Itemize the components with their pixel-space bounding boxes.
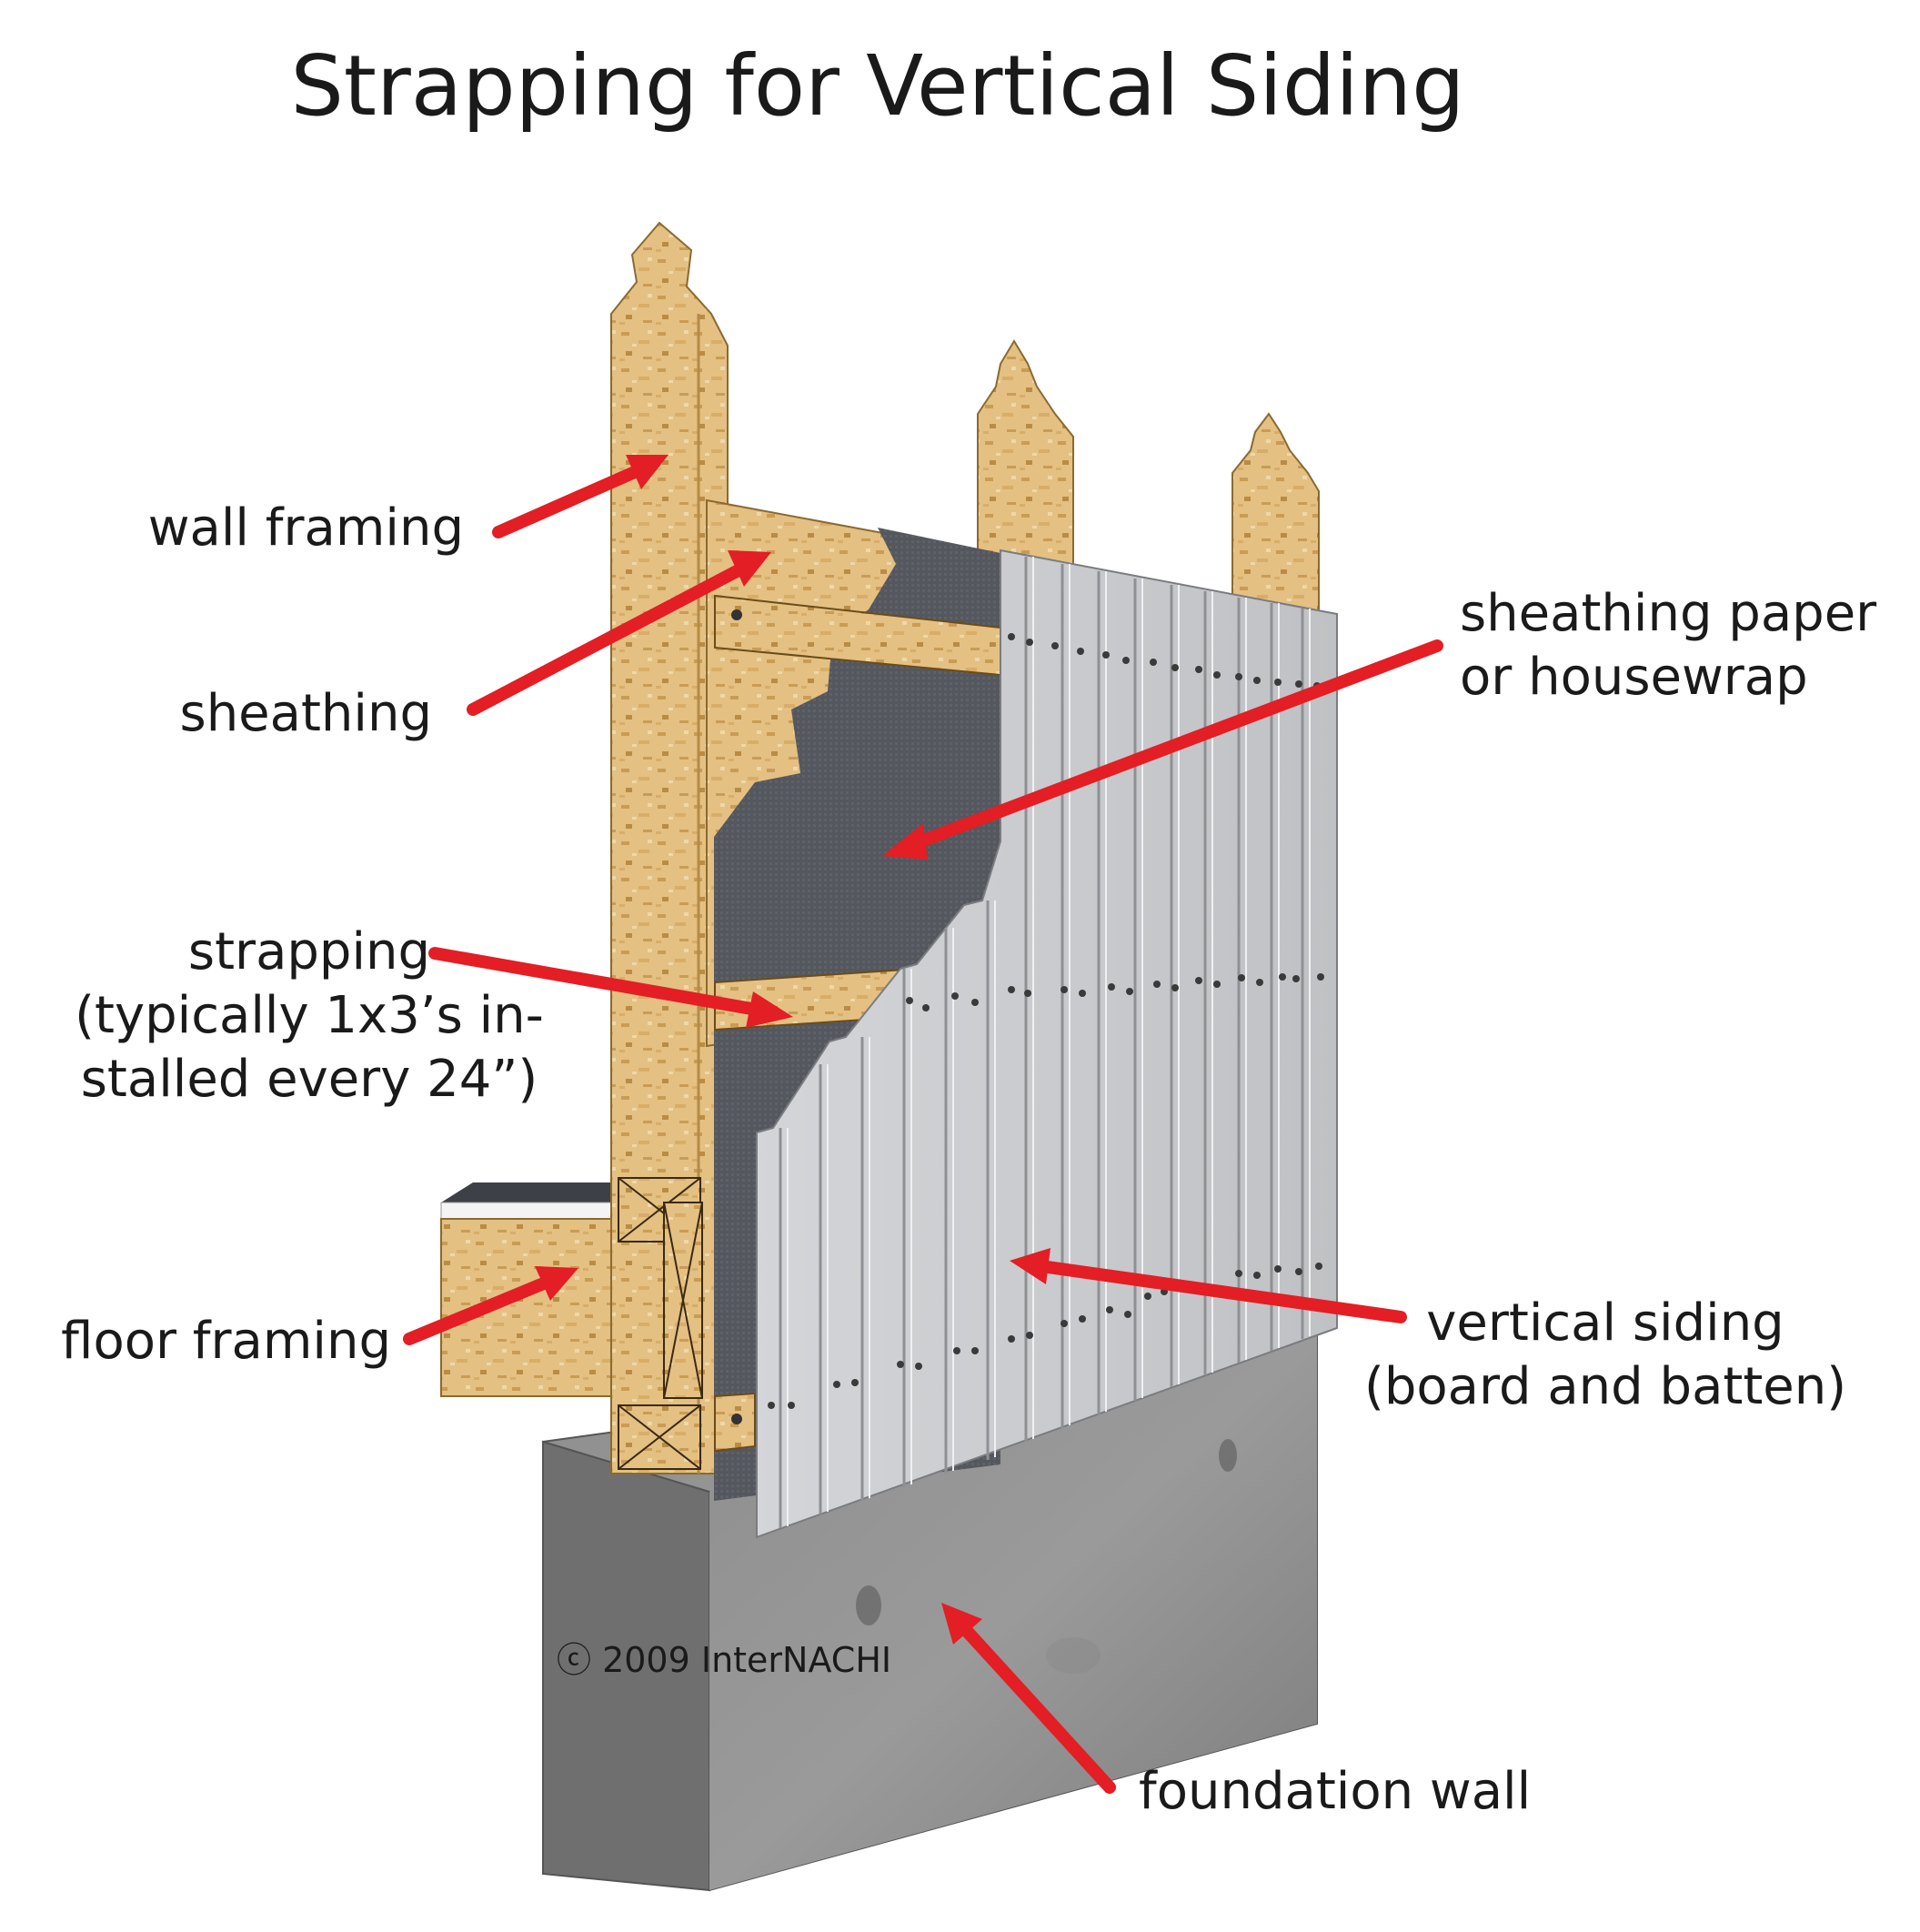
label-strapping-line3: stalled every 24”) [80,1050,538,1109]
copyright-notice: ⓒ 2009 InterNACHI [557,1640,892,1680]
arrow-floor-framing [403,1266,578,1345]
label-vertical-siding-line1: vertical siding [1426,1293,1784,1353]
rim-joist [663,1202,703,1399]
label-sheathing-paper-line1: sheathing paper [1460,584,1877,643]
label-strapping-line2: (typically 1x3’s in- [75,986,544,1045]
left-stud [610,221,729,1474]
arrow-sheathing-paper [882,639,1443,860]
arrow-sheathing [467,550,771,716]
arrow-vertical-siding [1010,1248,1407,1323]
label-sheathing-paper-line2: or housewrap [1460,648,1808,707]
arrow-strapping [428,947,793,1028]
label-strapping-line1: strapping [187,922,431,981]
middle-stud [977,339,1074,565]
diagram-title: Strapping for Vertical Siding [290,37,1465,135]
label-vertical-siding-line2: (board and batten) [1364,1357,1847,1416]
right-stud [1231,412,1320,619]
arrow-foundation-wall [941,1603,1116,1794]
arrows [403,455,1443,1794]
label-wall-framing: wall framing [147,498,464,558]
arrow-wall-framing [492,455,668,538]
strapping-bottom [714,1392,756,1453]
label-sheathing: sheathing [179,684,432,743]
label-floor-framing: floor framing [61,1312,391,1371]
label-foundation-wall: foundation wall [1139,1762,1532,1821]
